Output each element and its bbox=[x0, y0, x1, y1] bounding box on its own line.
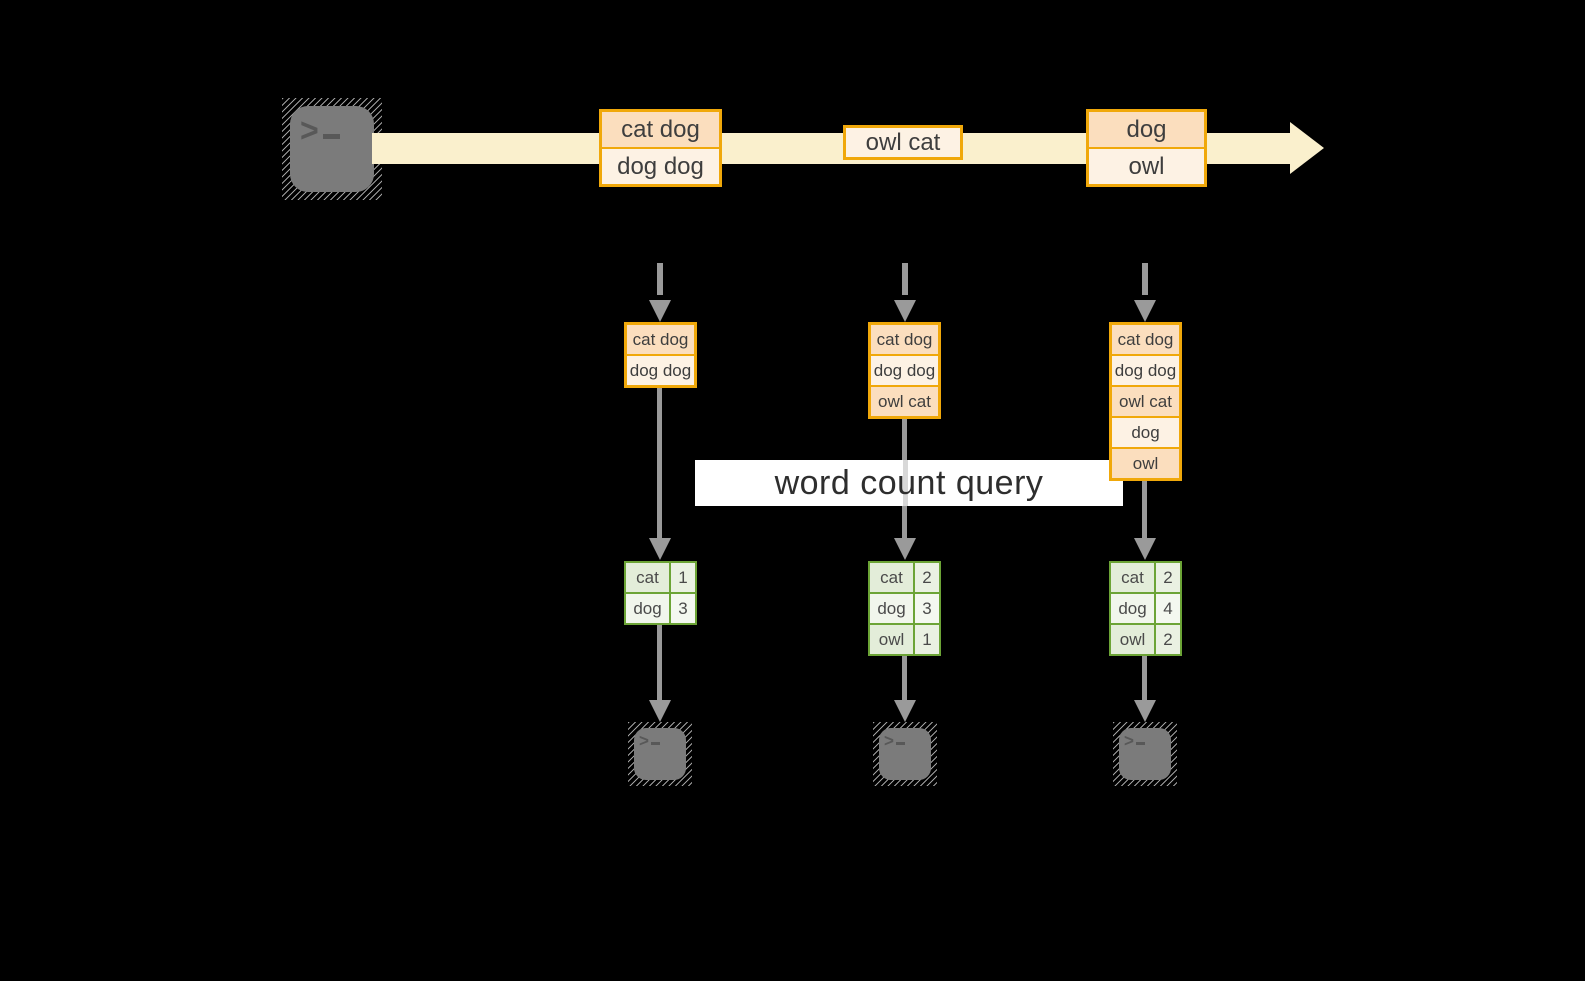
state-line: cat dog bbox=[871, 325, 938, 354]
terminal-prompt-icon: > bbox=[300, 113, 340, 147]
state-line: cat dog bbox=[627, 325, 694, 354]
message-line: dog bbox=[1089, 112, 1204, 147]
stream-arrowhead-icon bbox=[1290, 122, 1324, 174]
output-arrowhead-icon bbox=[1134, 700, 1156, 722]
count-table-2: cat 2 dog 3 owl 1 bbox=[868, 561, 941, 656]
state-line: owl cat bbox=[1112, 387, 1179, 416]
count-table-3: cat 2 dog 4 owl 2 bbox=[1109, 561, 1182, 656]
state-line: dog dog bbox=[871, 356, 938, 385]
message-line: owl bbox=[1089, 149, 1204, 184]
query-arrow-line bbox=[1142, 480, 1147, 538]
arrow-through-banner bbox=[903, 460, 908, 506]
count-cell: 2 bbox=[915, 563, 939, 592]
terminal-screen bbox=[290, 106, 374, 192]
state-stack-1: cat dog dog dog bbox=[624, 322, 697, 388]
count-cell: 2 bbox=[1156, 563, 1180, 592]
state-line: dog bbox=[1112, 418, 1179, 447]
message-line: cat dog bbox=[602, 112, 719, 147]
terminal-prompt-icon: > bbox=[884, 732, 905, 749]
state-line: cat dog bbox=[1112, 325, 1179, 354]
terminal-screen bbox=[1119, 728, 1171, 780]
count-cell: 3 bbox=[915, 594, 939, 623]
stream-message-2: owl cat bbox=[843, 125, 963, 160]
word-cell: owl bbox=[870, 625, 913, 654]
output-arrow-line bbox=[1142, 655, 1147, 702]
output-terminal-icon: > bbox=[873, 722, 937, 786]
word-cell: dog bbox=[626, 594, 669, 623]
word-cell: dog bbox=[870, 594, 913, 623]
output-arrow-line bbox=[902, 655, 907, 702]
count-cell: 3 bbox=[671, 594, 695, 623]
output-terminal-icon: > bbox=[1113, 722, 1177, 786]
terminal-screen bbox=[879, 728, 931, 780]
count-cell: 2 bbox=[1156, 625, 1180, 654]
count-cell: 1 bbox=[915, 625, 939, 654]
query-label-banner: word count query bbox=[695, 460, 1123, 506]
terminal-prompt-icon: > bbox=[1124, 732, 1145, 749]
word-cell: dog bbox=[1111, 594, 1154, 623]
ingest-arrow-dash bbox=[902, 263, 908, 295]
word-cell: cat bbox=[1111, 563, 1154, 592]
stream-message-3: dog owl bbox=[1086, 109, 1207, 187]
stream-message-1: cat dog dog dog bbox=[599, 109, 722, 187]
state-line: owl cat bbox=[871, 387, 938, 416]
ingest-arrow-dash bbox=[1142, 263, 1148, 295]
ingest-arrowhead-icon bbox=[894, 300, 916, 322]
output-arrowhead-icon bbox=[894, 700, 916, 722]
query-arrowhead-icon bbox=[649, 538, 671, 560]
count-cell: 1 bbox=[671, 563, 695, 592]
terminal-prompt-icon: > bbox=[639, 732, 660, 749]
state-line: owl bbox=[1112, 449, 1179, 478]
word-cell: cat bbox=[626, 563, 669, 592]
word-cell: owl bbox=[1111, 625, 1154, 654]
count-table-1: cat 1 dog 3 bbox=[624, 561, 697, 625]
query-arrowhead-icon bbox=[1134, 538, 1156, 560]
state-line: dog dog bbox=[627, 356, 694, 385]
output-terminal-icon: > bbox=[628, 722, 692, 786]
message-line: dog dog bbox=[602, 149, 719, 184]
output-arrow-line bbox=[657, 624, 662, 702]
state-stack-2: cat dog dog dog owl cat bbox=[868, 322, 941, 419]
message-line: owl cat bbox=[846, 128, 960, 157]
query-arrow-line bbox=[657, 387, 662, 538]
output-arrowhead-icon bbox=[649, 700, 671, 722]
query-arrowhead-icon bbox=[894, 538, 916, 560]
word-cell: cat bbox=[870, 563, 913, 592]
state-stack-3: cat dog dog dog owl cat dog owl bbox=[1109, 322, 1182, 481]
state-line: dog dog bbox=[1112, 356, 1179, 385]
ingest-arrowhead-icon bbox=[1134, 300, 1156, 322]
source-terminal-icon: > bbox=[282, 98, 382, 200]
count-cell: 4 bbox=[1156, 594, 1180, 623]
terminal-screen bbox=[634, 728, 686, 780]
ingest-arrow-dash bbox=[657, 263, 663, 295]
query-label: word count query bbox=[774, 463, 1044, 502]
ingest-arrowhead-icon bbox=[649, 300, 671, 322]
